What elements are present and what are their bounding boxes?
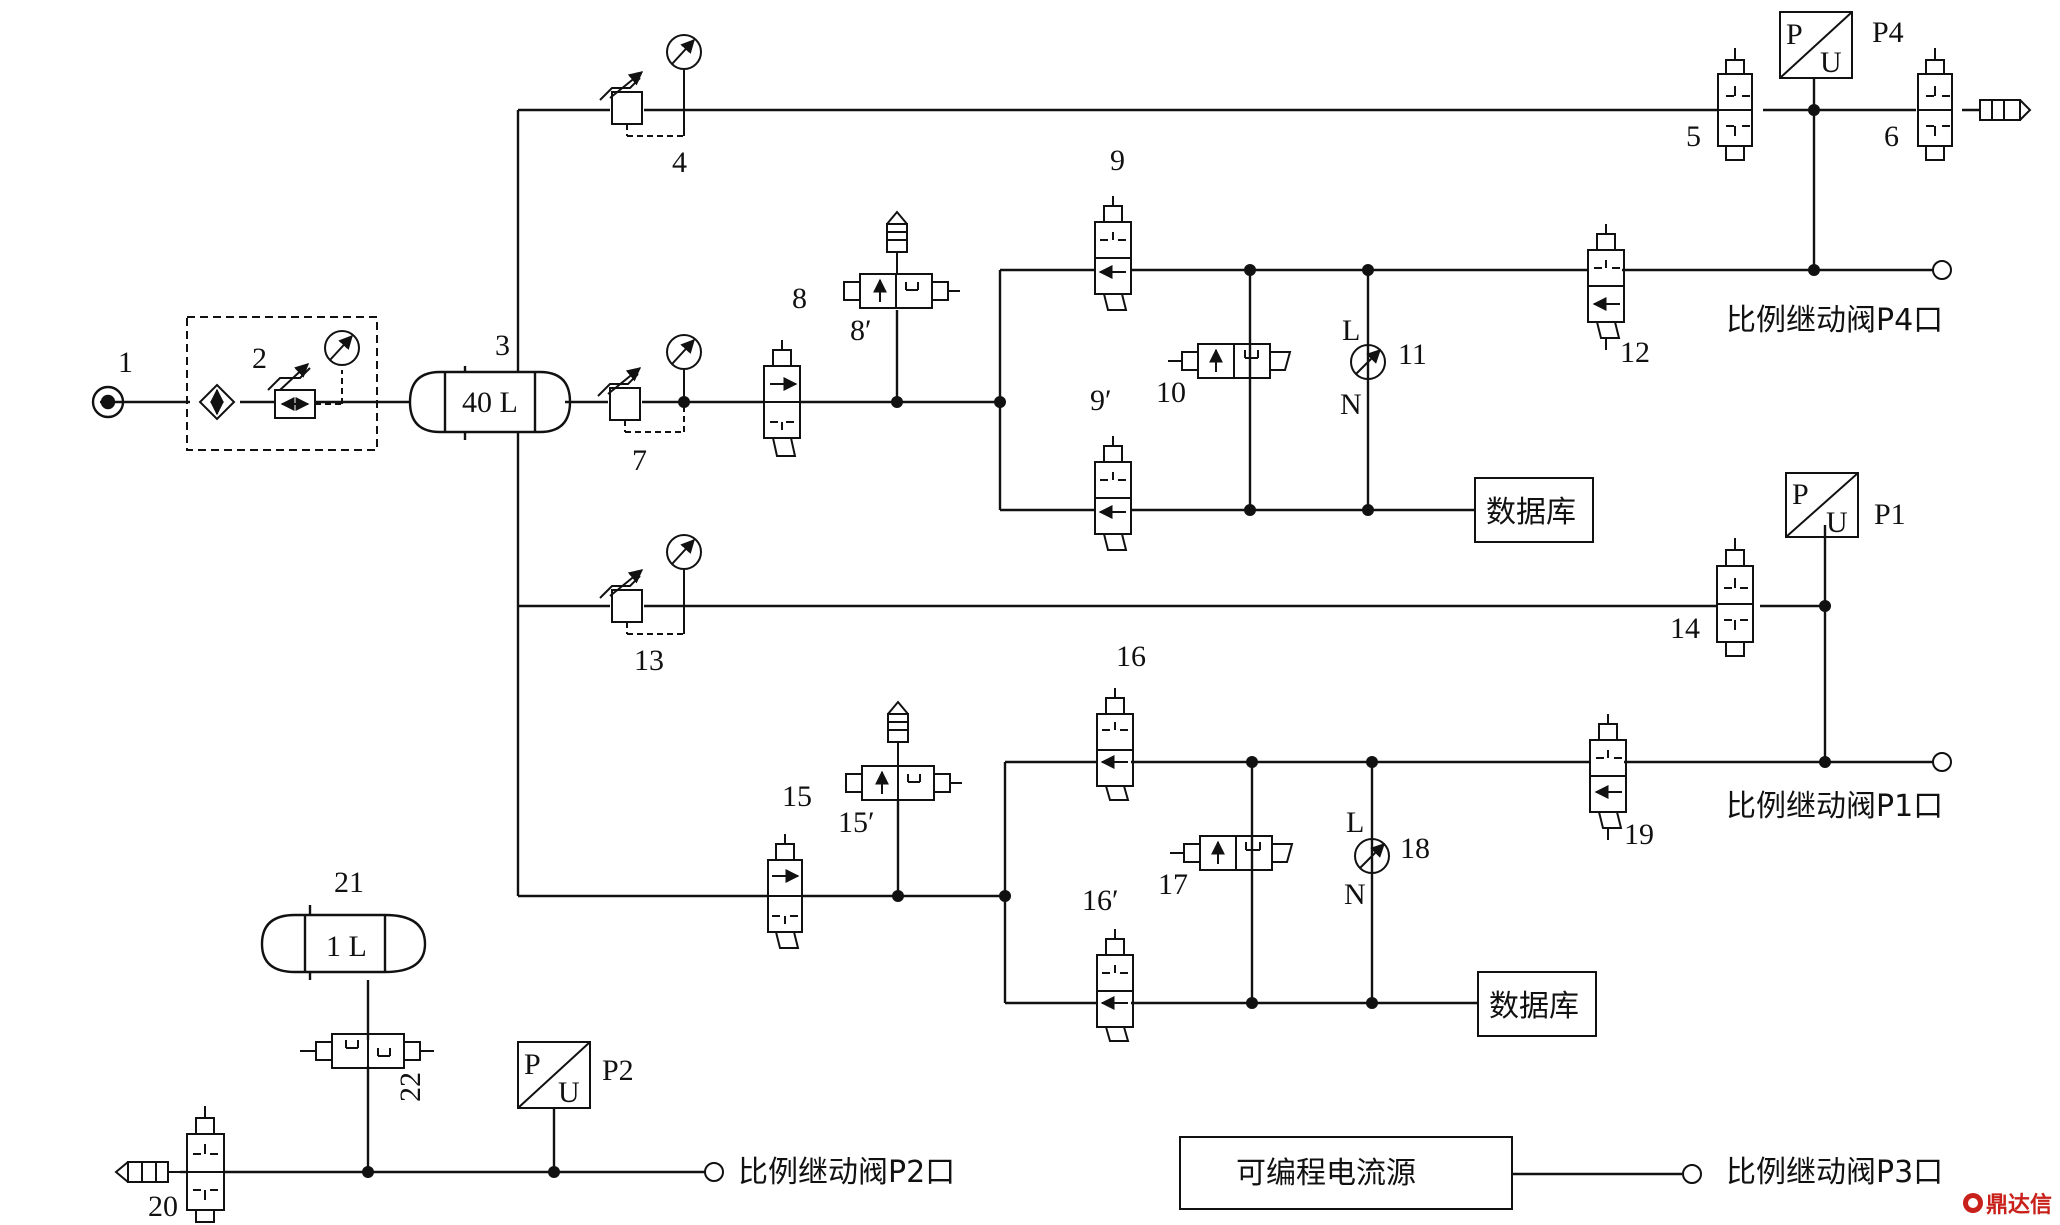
label-9-prime: 9′: [1090, 384, 1112, 417]
component-labels: 40 L 1 L P U P4 P U P1 P U P2 L N L N: [326, 16, 1906, 1109]
silencer-icon: [114, 1161, 180, 1183]
transducer-p4-u: U: [1820, 46, 1842, 79]
pressure-regulator-7: [597, 334, 702, 433]
air-source-icon: [91, 385, 125, 419]
exhaust-silencers: [114, 99, 2032, 1183]
label-7: 7: [632, 444, 647, 477]
meter-18-l: L: [1346, 806, 1364, 839]
valve-16-prime: [1096, 929, 1134, 1042]
valve-17: [1170, 835, 1294, 871]
label-8-prime: 8′: [850, 314, 872, 347]
transducer-p1-label: P1: [1874, 498, 1906, 531]
transducer-p4-p: P: [1786, 18, 1803, 51]
pipe-lines: [100, 78, 1980, 1176]
valve-9: [1094, 196, 1132, 311]
label-8: 8: [792, 282, 807, 315]
valve-22: [300, 1033, 434, 1069]
label-17: 17: [1158, 868, 1188, 901]
label-16: 16: [1116, 640, 1146, 673]
label-10: 10: [1156, 376, 1186, 409]
label-2: 2: [252, 342, 267, 375]
valve-8: [763, 340, 801, 457]
meter-18-n: N: [1344, 878, 1366, 911]
label-11: 11: [1398, 338, 1427, 371]
main-tank: [408, 366, 572, 440]
tank-1l-label: 1 L: [326, 930, 367, 963]
valve-5: [1717, 48, 1753, 161]
label-12: 12: [1620, 336, 1650, 369]
valve-8-prime: [843, 210, 960, 309]
transducer-p2-label: P2: [602, 1054, 634, 1087]
small-tank: [260, 905, 427, 980]
label-19: 19: [1624, 818, 1654, 851]
ammeter-icon: [1350, 344, 1386, 380]
box-and-port-labels: 数据库 数据库 可编程电流源 比例继动阀P4口 比例继动阀P1口 比例继动阀P2…: [738, 303, 1943, 1191]
ammeter-icon: [1354, 838, 1390, 874]
valve-20: [186, 1106, 225, 1223]
port-p1-label: 比例继动阀P1口: [1726, 789, 1943, 824]
filter-regulator-unit: [186, 316, 378, 451]
current-meters: [1350, 344, 1390, 874]
current-source-label: 可编程电流源: [1236, 1156, 1416, 1191]
port-endpoints: [704, 260, 1952, 1184]
transducer-p4-label: P4: [1872, 16, 1904, 49]
meter-11-l: L: [1342, 314, 1360, 347]
horizontal-valves: [300, 210, 1294, 1069]
pressure-transducers: [517, 11, 1859, 1109]
vertical-valves: [186, 48, 1953, 1223]
label-21: 21: [334, 866, 364, 899]
numeric-labels: 1 2 3 4 5 6 7 8 8′ 9 9′ 10 11 12 13 14 1…: [118, 120, 1899, 1223]
label-5: 5: [1686, 120, 1701, 153]
watermark-text: 鼎达信: [1985, 1193, 2052, 1218]
transducer-p2-p: P: [524, 1048, 541, 1081]
valve-15: [767, 834, 803, 949]
label-22: 22: [394, 1072, 427, 1102]
label-6: 6: [1884, 120, 1899, 153]
label-18: 18: [1400, 832, 1430, 865]
label-9: 9: [1110, 144, 1125, 177]
label-1: 1: [118, 346, 133, 379]
label-13: 13: [634, 644, 664, 677]
pressure-regulator-4: [599, 34, 702, 137]
transducer-p2-u: U: [558, 1076, 580, 1109]
meter-11-n: N: [1340, 388, 1362, 421]
database-lower: 数据库: [1489, 989, 1579, 1024]
valve-9-prime: [1094, 436, 1132, 551]
valve-15-prime: [845, 700, 962, 801]
boxes: [1179, 477, 1597, 1210]
valve-6: [1917, 48, 1953, 161]
port-p2-label: 比例继动阀P2口: [738, 1155, 955, 1190]
port-p4-label: 比例继动阀P4口: [1726, 303, 1943, 338]
valve-14: [1716, 538, 1754, 657]
valve-10: [1168, 343, 1292, 379]
label-15: 15: [782, 780, 812, 813]
pressure-regulator-13: [599, 534, 702, 635]
valve-16: [1096, 688, 1134, 801]
watermark-logo-icon: [1962, 1193, 1983, 1213]
label-15-prime: 15′: [838, 806, 875, 839]
label-14: 14: [1670, 612, 1700, 645]
label-16-prime: 16′: [1082, 884, 1119, 917]
label-4: 4: [672, 146, 687, 179]
label-20: 20: [148, 1190, 178, 1223]
junction-dots: [362, 104, 1831, 1178]
valve-12: [1587, 224, 1625, 350]
watermark: 鼎达信: [1962, 1187, 2052, 1219]
label-3: 3: [495, 329, 510, 362]
transducer-p1-p: P: [1792, 478, 1809, 511]
valve-19: [1589, 714, 1627, 840]
transducer-p1-u: U: [1826, 506, 1848, 539]
port-p3-label: 比例继动阀P3口: [1726, 1155, 1943, 1190]
database-upper: 数据库: [1486, 495, 1576, 530]
tank-40l-label: 40 L: [462, 386, 518, 419]
silencer-icon: [1979, 99, 2032, 121]
